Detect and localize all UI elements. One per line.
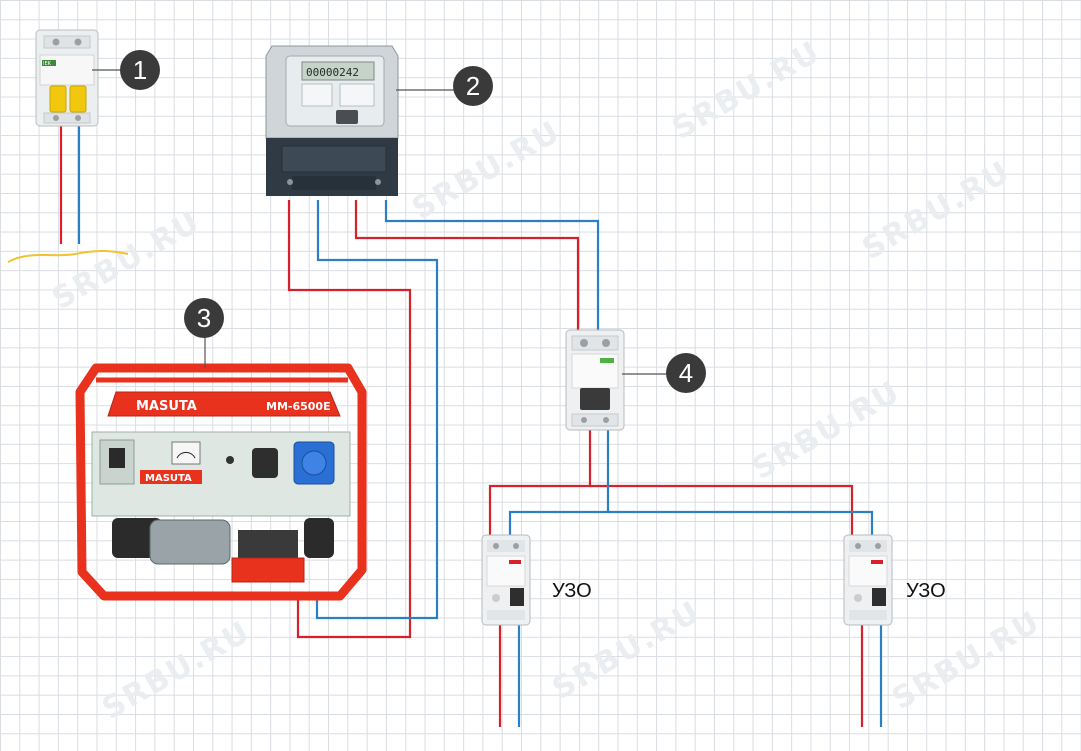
watermark: SRBU.RU xyxy=(747,374,907,487)
rcd-device xyxy=(843,534,893,626)
phase-wire xyxy=(590,484,854,535)
watermark: SRBU.RU xyxy=(667,34,827,147)
marker-1-label: 1 xyxy=(133,55,147,85)
generator: MASUTA MM-6500E MASUTA xyxy=(75,363,367,601)
marker-1: 1 xyxy=(120,50,160,90)
marker-2: 2 xyxy=(453,66,493,106)
marker-3: 3 xyxy=(184,298,224,338)
rcd-label: УЗО xyxy=(906,580,946,602)
phase-wire xyxy=(354,200,580,330)
marker-3-label: 3 xyxy=(197,303,211,333)
rcd-label: УЗО xyxy=(552,580,592,602)
circuit-breaker: IEK xyxy=(35,29,99,127)
watermark: SRBU.RU xyxy=(857,154,1017,267)
breaker-brand: IEK xyxy=(43,61,52,67)
meter-display: 00000242 xyxy=(306,66,359,79)
neutral-wire xyxy=(508,430,610,535)
watermark: SRBU.RU xyxy=(97,614,257,727)
generator-model: MM-6500E xyxy=(266,400,331,413)
phase-wire xyxy=(287,200,412,639)
marker-4: 4 xyxy=(666,353,706,393)
neutral-wire xyxy=(315,200,439,620)
generator-panel-brand: MASUTA xyxy=(145,473,192,484)
transfer-switch xyxy=(565,329,625,431)
phase-wire xyxy=(488,430,592,535)
marker-4-label: 4 xyxy=(679,358,693,388)
watermark: SRBU.RU xyxy=(47,204,207,317)
watermark: SRBU.RU xyxy=(547,594,707,707)
rcd-device xyxy=(481,534,531,626)
generator-brand: MASUTA xyxy=(136,399,197,414)
neutral-wire xyxy=(608,510,874,535)
watermark: SRBU.RU xyxy=(407,114,567,227)
supply-cable xyxy=(7,250,129,263)
watermark: SRBU.RU xyxy=(887,604,1047,717)
wires xyxy=(7,125,883,727)
marker-2-label: 2 xyxy=(466,71,480,101)
electricity-meter: 00000242 xyxy=(265,45,399,196)
neutral-wire xyxy=(384,200,600,330)
